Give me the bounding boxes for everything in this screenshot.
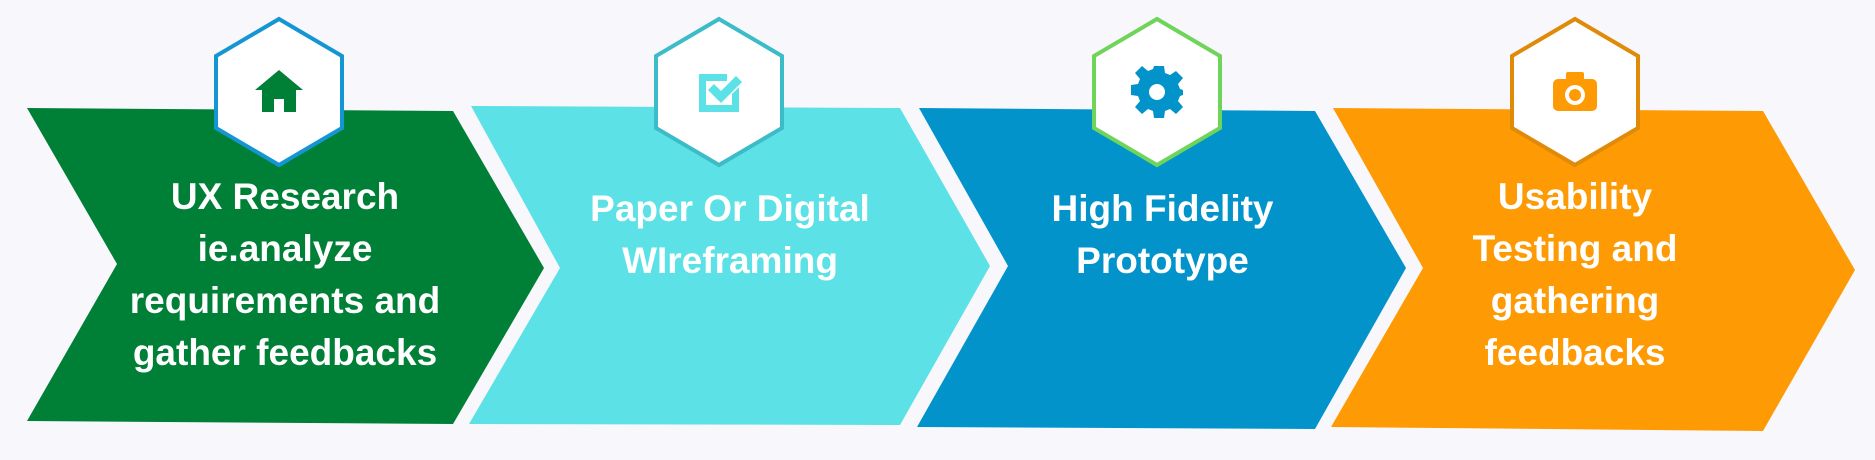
- step-4-chevron: [1331, 108, 1855, 431]
- step-2-label: Paper Or Digital WIreframing: [590, 188, 870, 281]
- step-4-badge: [1510, 16, 1640, 168]
- step-3-badge: [1092, 16, 1222, 168]
- step-3-chevron: [917, 108, 1406, 429]
- checkbox-icon: [699, 74, 742, 112]
- step-1-chevron: [27, 108, 544, 424]
- step-2-badge: [654, 16, 784, 168]
- step-4-label: Usability Testing and gathering feedback…: [1472, 176, 1678, 373]
- home-icon: [255, 70, 303, 112]
- gear-icon: [1131, 66, 1183, 118]
- step-1-label: UX Research ie.analyze requirements and …: [129, 176, 441, 373]
- step-1-badge: [214, 16, 344, 168]
- step-2-chevron: [469, 106, 990, 425]
- step-3-label: High Fidelity Prototype: [1051, 188, 1274, 281]
- camera-icon: [1553, 72, 1597, 111]
